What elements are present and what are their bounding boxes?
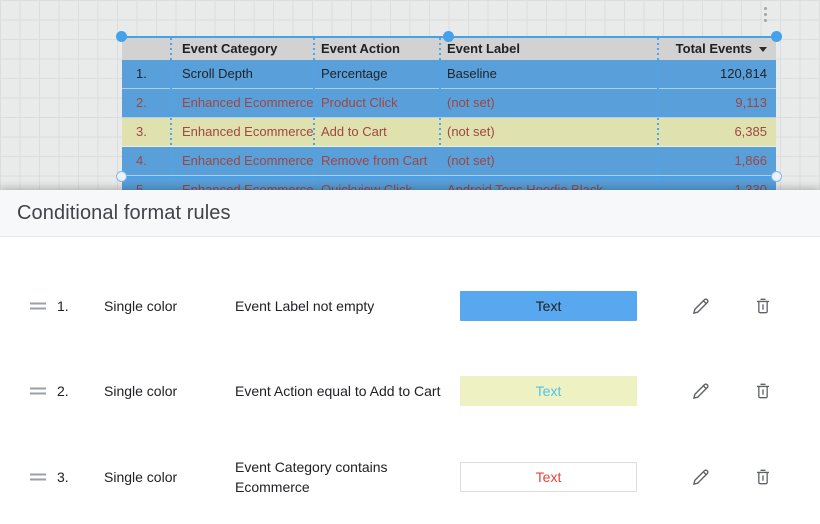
panel-title: Conditional format rules	[17, 201, 231, 224]
header-row-number	[122, 38, 171, 60]
cell-row-number: 2.	[136, 95, 147, 110]
cell-label: (not set)	[447, 124, 495, 139]
column-guide	[313, 38, 315, 186]
conditional-format-panel: Conditional format rules 1. Single color…	[0, 190, 820, 524]
table-row: 3. Enhanced Ecommerce Add to Cart (not s…	[122, 118, 776, 147]
cell-total: 1,866	[734, 153, 767, 168]
pencil-icon	[692, 297, 709, 314]
cell-row-number: 5.	[122, 176, 171, 204]
cell-action: Product Click	[321, 95, 398, 110]
resize-handle[interactable]	[116, 171, 127, 182]
column-guide	[657, 38, 659, 186]
cell-row-number: 3.	[136, 124, 147, 139]
pencil-icon	[692, 468, 709, 485]
edit-rule-button[interactable]	[688, 465, 712, 489]
rule-number: 1.	[57, 298, 69, 314]
resize-handle[interactable]	[443, 31, 454, 42]
cell-category: Enhanced Ecommerce	[182, 124, 314, 139]
resize-handle[interactable]	[771, 171, 782, 182]
delete-rule-button[interactable]	[751, 294, 775, 318]
rule-condition: Event Label not empty	[235, 298, 375, 314]
cell-action: Percentage	[321, 66, 388, 81]
cell-total: 120,814	[720, 66, 767, 81]
delete-rule-button[interactable]	[751, 465, 775, 489]
format-rule-row: 1. Single color Event Label not empty Te…	[0, 276, 820, 336]
drag-handle-icon[interactable]	[30, 387, 46, 395]
resize-handle[interactable]	[771, 31, 782, 42]
pencil-icon	[692, 382, 709, 399]
column-guide	[439, 38, 441, 186]
cell-label: (not set)	[447, 153, 495, 168]
rule-color-swatch[interactable]: Text	[460, 291, 637, 321]
format-rule-row: 2. Single color Event Action equal to Ad…	[0, 361, 820, 421]
events-table[interactable]: Event Category Event Action Event Label …	[116, 31, 782, 205]
column-guide	[170, 38, 172, 186]
delete-rule-button[interactable]	[751, 379, 775, 403]
rule-condition: Event Category contains Ecommerce	[235, 459, 388, 495]
panel-header: Conditional format rules	[0, 190, 820, 237]
drag-handle-icon[interactable]	[30, 302, 46, 310]
trash-icon	[757, 469, 769, 485]
header-event-label[interactable]: Event Label	[447, 41, 520, 56]
rule-condition: Event Action equal to Add to Cart	[235, 383, 441, 399]
rule-number: 2.	[57, 383, 69, 399]
cell-row-number: 1.	[136, 66, 147, 81]
header-total-events[interactable]: Total Events	[658, 38, 776, 60]
cell-label: Baseline	[447, 66, 497, 81]
cell-action: Add to Cart	[321, 124, 387, 139]
header-event-category[interactable]: Event Category	[182, 41, 278, 56]
cell-label: (not set)	[447, 95, 495, 110]
rule-type: Single color	[104, 469, 178, 485]
trash-icon	[757, 298, 769, 314]
sort-desc-icon	[759, 47, 767, 52]
cell-category: Scroll Depth	[182, 66, 253, 81]
rule-number: 3.	[57, 469, 69, 485]
cell-action: Remove from Cart	[321, 153, 428, 168]
cell-total: 9,113	[735, 95, 767, 110]
rule-color-swatch[interactable]: Text	[460, 462, 637, 492]
table-row: 1. Scroll Depth Percentage Baseline 120,…	[122, 60, 776, 89]
table-row: 4. Enhanced Ecommerce Remove from Cart (…	[122, 147, 776, 176]
format-rule-row: 3. Single color Event Category contains …	[0, 447, 820, 507]
cell-category: Enhanced Ecommerce	[182, 153, 314, 168]
resize-handle[interactable]	[116, 31, 127, 42]
drag-handle-icon[interactable]	[30, 473, 46, 481]
selection-border-bottom	[122, 176, 776, 178]
trash-icon	[757, 383, 769, 399]
cell-total: 6,385	[734, 124, 767, 139]
cell-category: Enhanced Ecommerce	[182, 95, 314, 110]
edit-rule-button[interactable]	[688, 294, 712, 318]
edit-rule-button[interactable]	[688, 379, 712, 403]
rule-color-swatch[interactable]: Text	[460, 376, 637, 406]
rule-type: Single color	[104, 383, 178, 399]
cell-row-number: 4.	[136, 153, 147, 168]
rule-type: Single color	[104, 298, 178, 314]
table-header-row: Event Category Event Action Event Label …	[122, 38, 776, 60]
kebab-menu-icon[interactable]	[758, 3, 772, 25]
header-event-action[interactable]: Event Action	[321, 41, 400, 56]
table-row: 2. Enhanced Ecommerce Product Click (not…	[122, 89, 776, 118]
